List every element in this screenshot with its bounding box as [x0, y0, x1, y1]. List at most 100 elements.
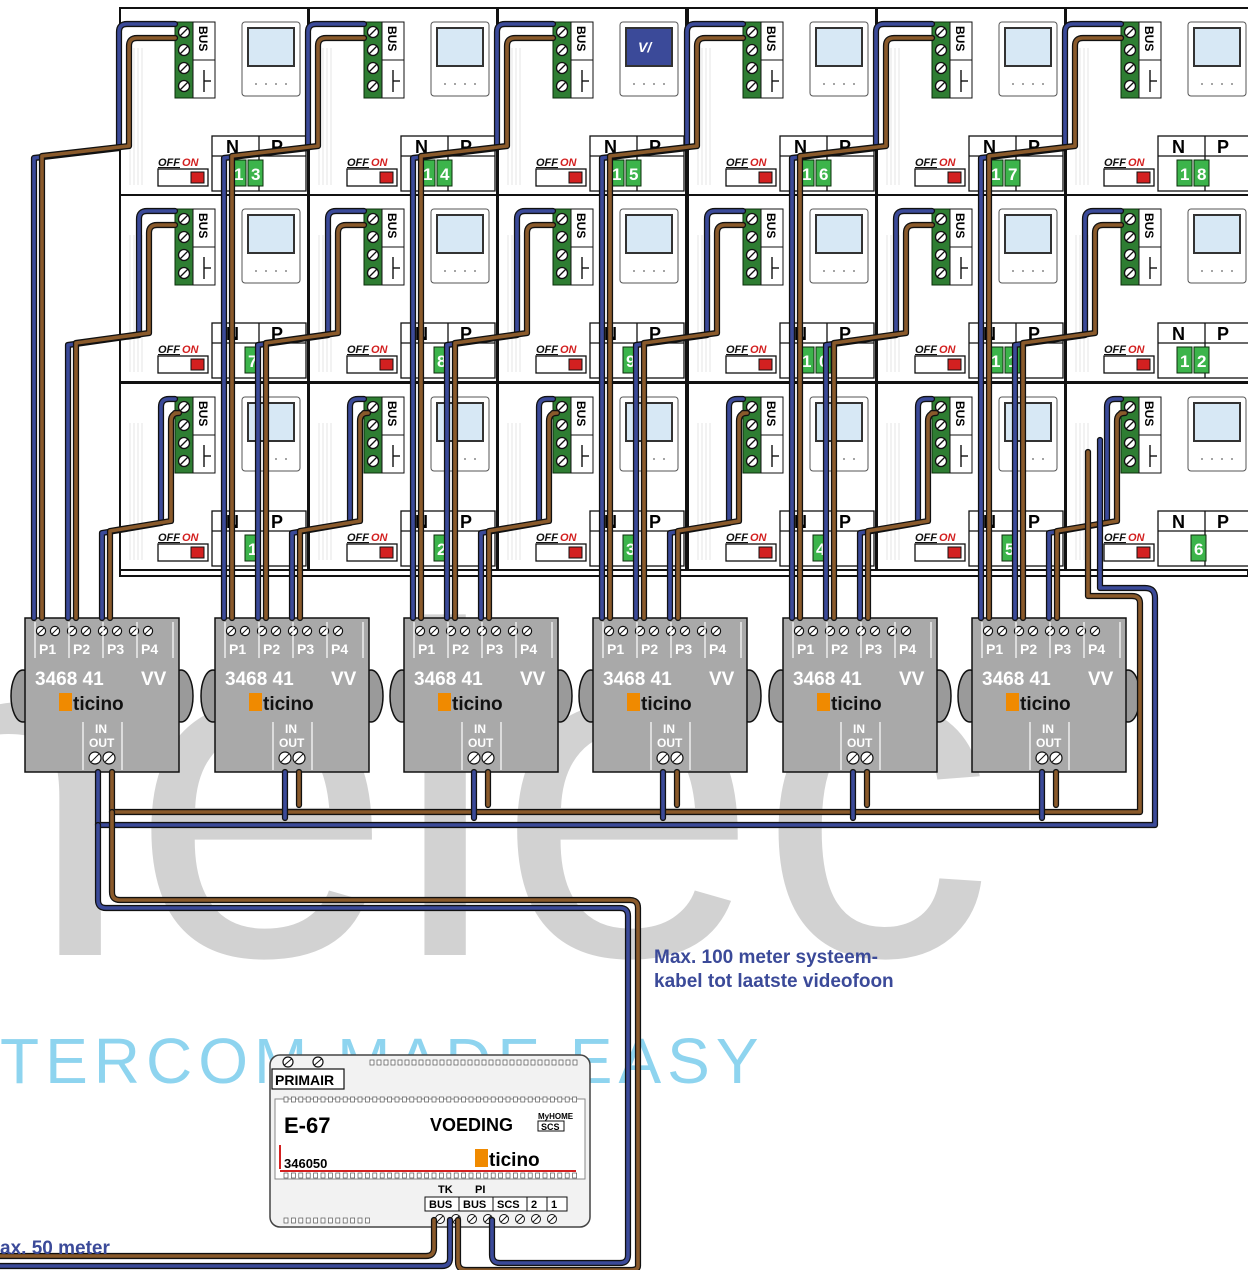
monitor-button [1231, 458, 1233, 460]
distributor-body [24, 617, 180, 773]
monitor-screen [436, 27, 484, 67]
screw-slot [368, 268, 378, 278]
number-tile [1176, 346, 1193, 374]
vent-slot [460, 1059, 466, 1066]
switch-toggle [190, 546, 205, 559]
primair-box [271, 1068, 345, 1090]
distributor-suffix: VV [899, 669, 925, 690]
vent-slot [416, 1096, 422, 1103]
screw-slot [902, 627, 910, 635]
screw-slot [179, 214, 189, 224]
vent-slot [425, 1059, 431, 1066]
screw-slot [871, 627, 879, 635]
screw-slot [936, 214, 946, 224]
screw-slot [747, 456, 757, 466]
screw-slot [368, 27, 378, 37]
brand-logo-text: ticino [831, 694, 882, 715]
switch-toggle [190, 358, 205, 371]
monitor-screen [815, 27, 863, 67]
switch-toggle [758, 358, 773, 371]
vent-slot [390, 1059, 396, 1066]
riser-blue [479, 397, 555, 620]
number-digit: 9 [626, 352, 635, 371]
screw-slot [334, 627, 342, 635]
in-label: IN [474, 722, 486, 736]
monitor-button [1032, 83, 1034, 85]
screw-slot [936, 438, 946, 448]
monitor-button [843, 270, 845, 272]
on-label: ON [371, 157, 389, 169]
number-digit: 3 [251, 165, 260, 184]
riser-blue [1013, 209, 1123, 620]
screw-slot [557, 27, 567, 37]
switch-toggle [190, 171, 205, 184]
vent-slot [402, 1172, 407, 1179]
n-label: N [1172, 324, 1185, 344]
screw-slot [320, 627, 328, 635]
vent-slot [298, 1096, 304, 1103]
vent-slot [350, 1172, 355, 1179]
vent-slot [523, 1059, 529, 1066]
monitor-button [1201, 83, 1203, 85]
vent-slot [335, 1172, 341, 1179]
vent-slot [495, 1059, 501, 1066]
screw-slot [1125, 268, 1135, 278]
out-label: OUT [468, 736, 494, 750]
monitor-screen [815, 214, 863, 254]
vent-slot [439, 1096, 444, 1103]
brand-logo-mark [1006, 693, 1019, 711]
riser-blue [445, 209, 555, 620]
screw-slot [557, 402, 567, 412]
brand-logo-mark [817, 693, 830, 711]
brand-logo-mark [475, 1149, 488, 1167]
p-label: P [649, 512, 661, 532]
psu-terminal-label: SCS [497, 1199, 520, 1211]
n-label: N [983, 137, 996, 157]
screw-slot [368, 402, 378, 412]
riser-blue [100, 397, 177, 620]
brand-logo-mark [627, 693, 640, 711]
monitor-button [1221, 458, 1223, 460]
screw-slot [227, 627, 235, 635]
riser-brown [230, 36, 366, 620]
screw-slot [809, 627, 817, 635]
monitor-button [1042, 83, 1044, 85]
vent-slot [432, 1059, 438, 1066]
on-label: ON [560, 157, 578, 169]
riser-brown [487, 411, 559, 620]
vent-slot [305, 1096, 311, 1103]
switch-toggle [947, 358, 962, 371]
monitor-screen [1193, 27, 1241, 67]
port-label-p3: P3 [675, 641, 692, 657]
monitor-button [823, 270, 825, 272]
number-tile [1004, 159, 1021, 187]
feed-brown [110, 810, 640, 1270]
riser-brown [1055, 411, 1127, 620]
riser-blue [1047, 397, 1123, 620]
monitor-button [843, 83, 845, 85]
monitor-screen [1004, 27, 1052, 67]
screw-slot [1091, 627, 1099, 635]
monitor-button [454, 83, 456, 85]
number-digit: 1 [612, 165, 621, 184]
screw-slot [862, 753, 872, 763]
monitor-button [464, 458, 466, 460]
switch-toggle [568, 546, 583, 559]
switch-toggle [379, 171, 394, 184]
riser-blue [979, 22, 1123, 620]
outgoing-brown [0, 1218, 436, 1258]
off-label: OFF [726, 344, 748, 356]
screw-slot [548, 1215, 556, 1223]
screw-slot [492, 627, 500, 635]
port-label-p2: P2 [641, 641, 658, 657]
p-label: P [839, 512, 851, 532]
vent-slot [527, 1096, 533, 1103]
screw-slot [1125, 438, 1135, 448]
psu-terminal-label: 2 [531, 1199, 537, 1211]
vent-slot [342, 1217, 348, 1224]
on-label: ON [750, 157, 768, 169]
